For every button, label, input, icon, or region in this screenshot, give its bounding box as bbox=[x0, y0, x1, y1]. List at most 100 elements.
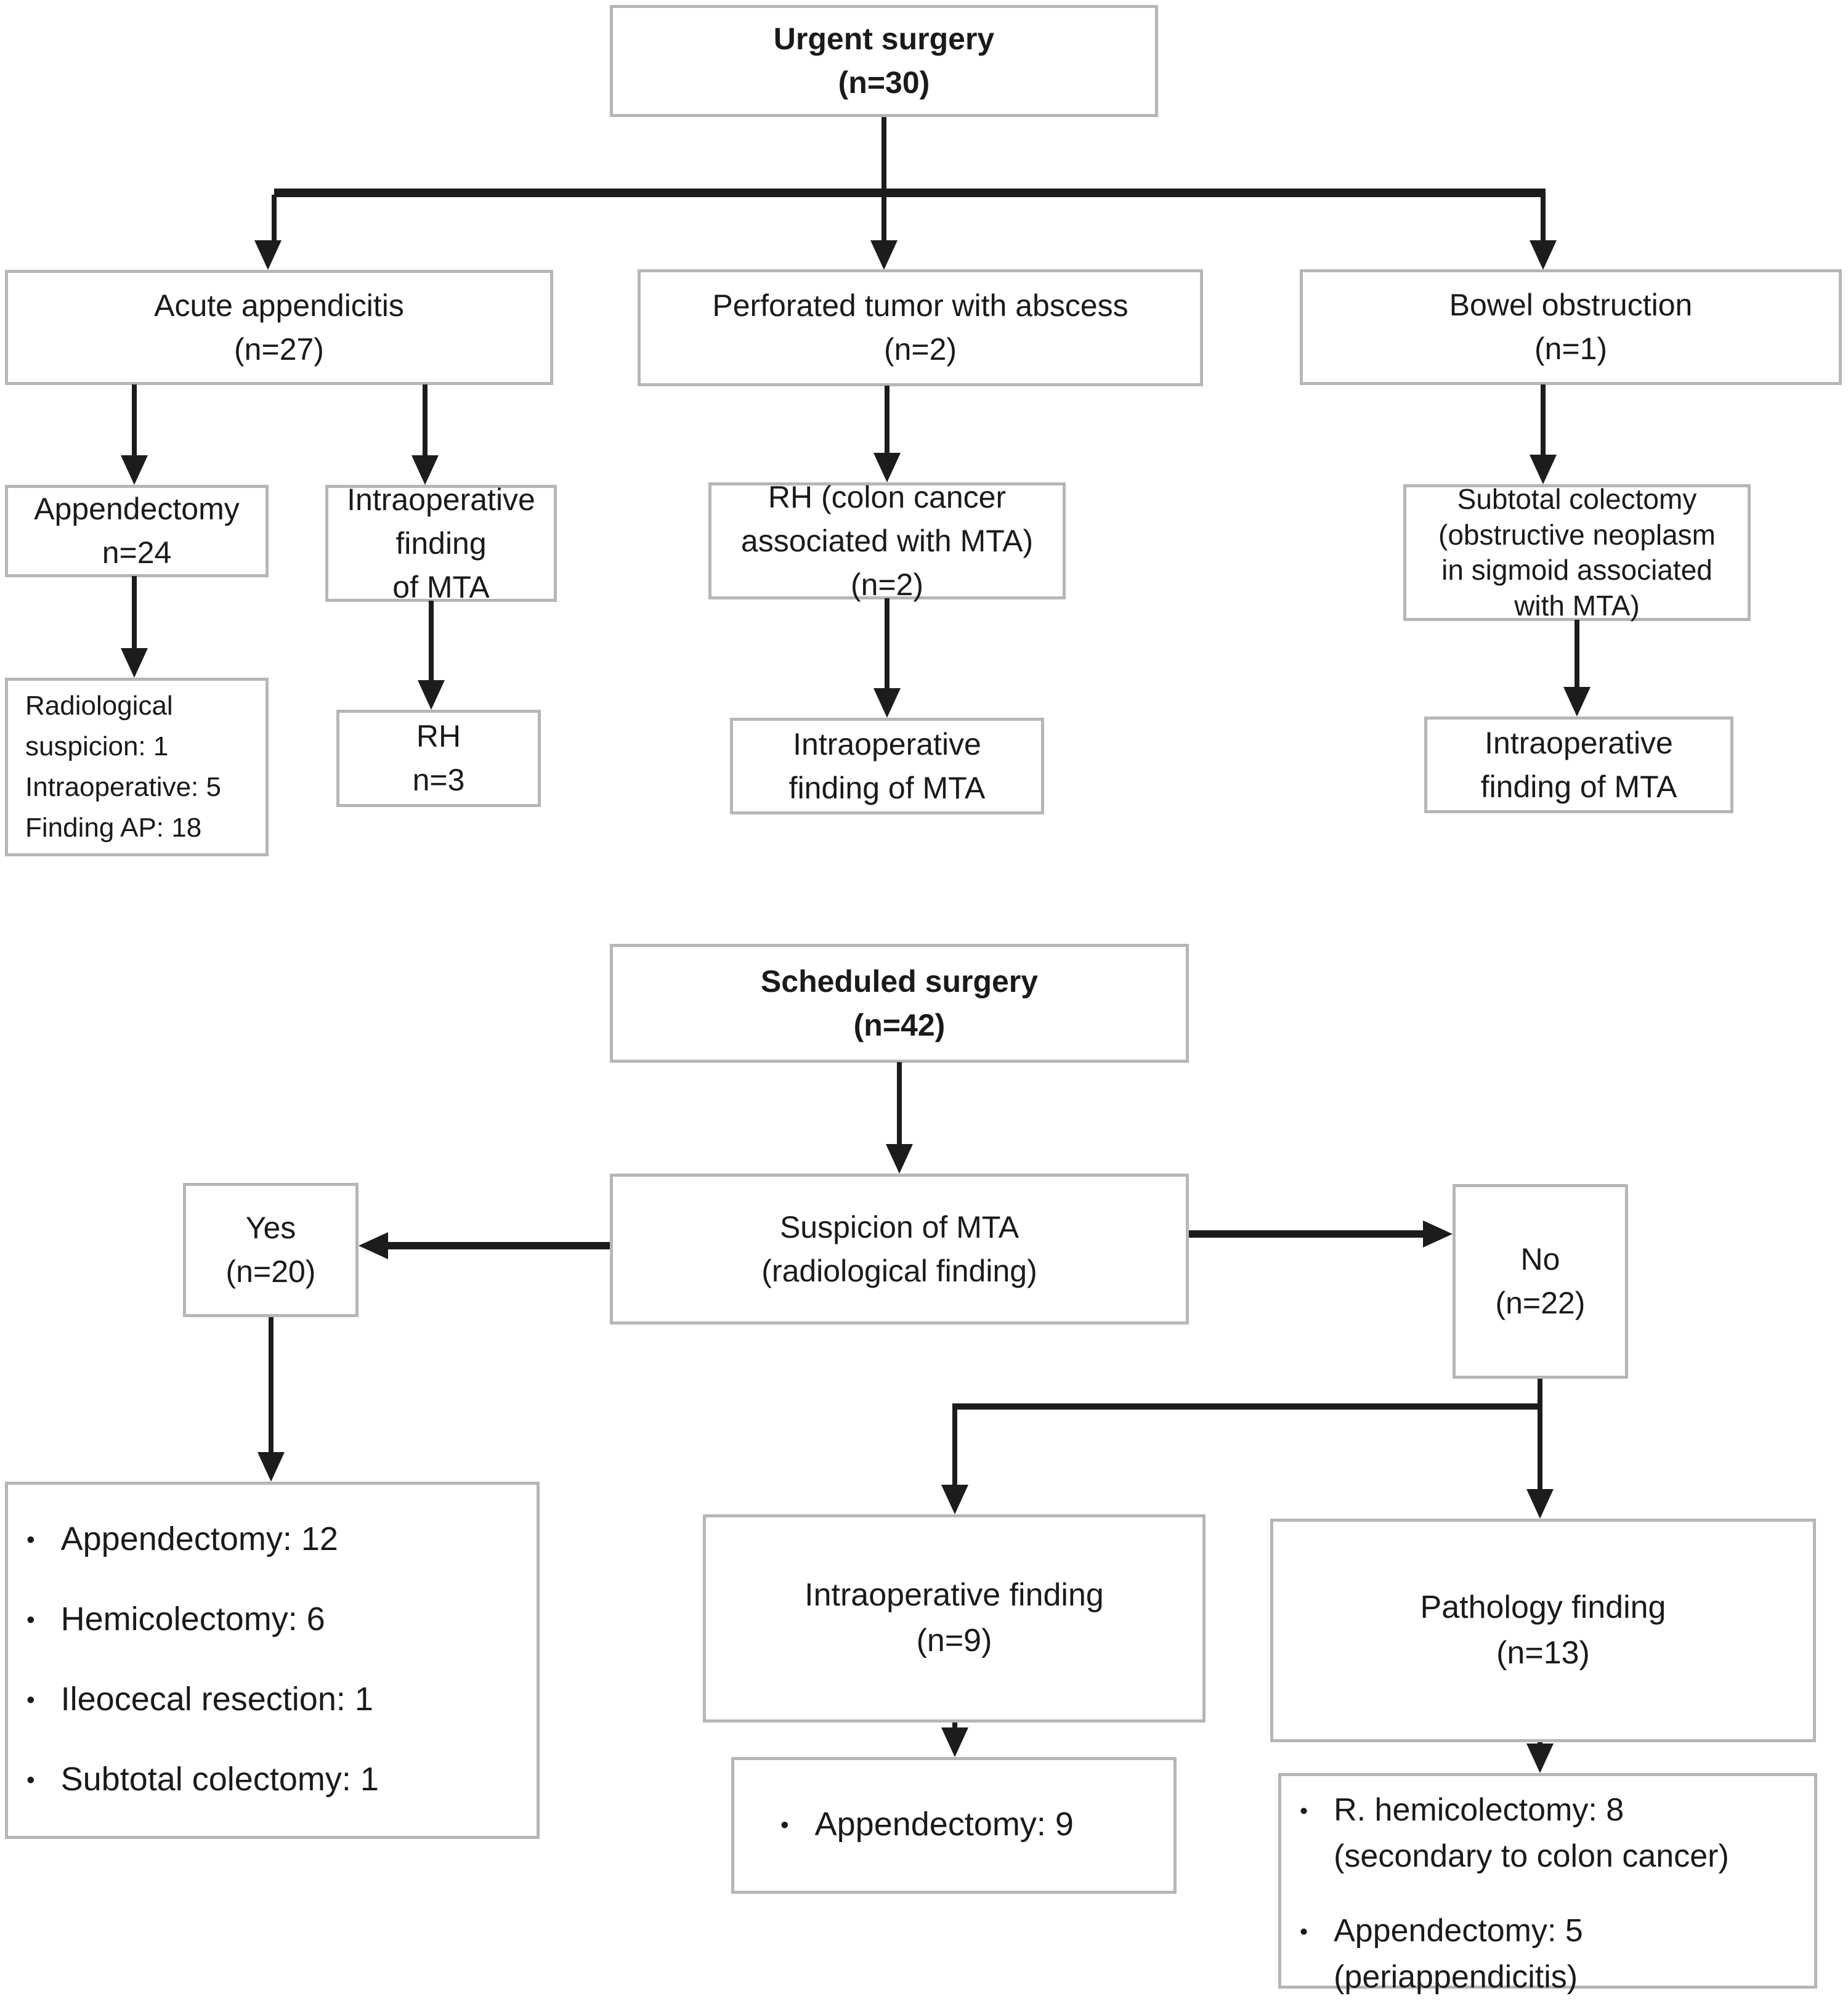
connector-intraop-to-rh3 bbox=[429, 601, 434, 682]
connector-perforated-to-rh bbox=[885, 386, 890, 455]
bullet-icon: • bbox=[26, 1687, 35, 1714]
bullet-icon: • bbox=[780, 1812, 789, 1839]
node-intraop-finding-9: Intraoperative finding (n=9) bbox=[703, 1514, 1206, 1723]
node-title: Pathology finding bbox=[1420, 1589, 1666, 1625]
connector-suspicion-to-no bbox=[1189, 1230, 1423, 1238]
node-title: No bbox=[1520, 1242, 1560, 1276]
connector-urgent-left-line bbox=[272, 195, 277, 243]
list-item-label: R. hemicolectomy: 8 bbox=[1334, 1792, 1624, 1828]
node-appendectomy-detail: Radiological suspicion: 1 Intraoperative… bbox=[5, 678, 269, 856]
arrowhead-to-suspicion bbox=[886, 1144, 913, 1174]
node-count: (n=13) bbox=[1496, 1634, 1590, 1671]
node-urgent-surgery: Urgent surgery (n=30) bbox=[610, 5, 1158, 117]
list-item: • Ileocecal resection: 1 bbox=[26, 1676, 518, 1725]
node-line: Intraoperative bbox=[1485, 725, 1673, 760]
node-line: Radiological bbox=[25, 691, 173, 721]
node-pathology-finding-13: Pathology finding (n=13) bbox=[1270, 1519, 1816, 1742]
node-pathology-outcomes: • R. hemicolectomy: 8 (secondary to colo… bbox=[1278, 1773, 1817, 1995]
connector-urgent-split-bar bbox=[274, 189, 1546, 197]
node-line: RH (colon cancer bbox=[768, 479, 1007, 514]
connector-acute-to-intraop-mta bbox=[423, 384, 428, 457]
node-line: associated with MTA) bbox=[740, 523, 1034, 558]
node-suspicion-mta: Suspicion of MTA (radiological finding) bbox=[610, 1174, 1189, 1325]
node-count: (n=30) bbox=[838, 65, 930, 100]
connector-urgent-center-line bbox=[881, 117, 886, 246]
node-count: (n=2) bbox=[883, 332, 957, 367]
node-count: (n=1) bbox=[1534, 331, 1608, 366]
node-title: Scheduled surgery bbox=[760, 964, 1039, 999]
node-count: (n=9) bbox=[916, 1623, 992, 1658]
arrowhead-to-rh-n3 bbox=[418, 680, 445, 710]
node-yes: Yes (n=20) bbox=[183, 1183, 359, 1317]
connector-acute-to-appendectomy bbox=[132, 384, 137, 457]
bullet-icon: • bbox=[26, 1607, 35, 1634]
connector-suspicion-to-yes bbox=[388, 1242, 610, 1249]
node-line: Finding AP: 18 bbox=[25, 813, 202, 843]
node-no: No (n=22) bbox=[1453, 1184, 1628, 1379]
node-line: Intraoperative bbox=[793, 726, 981, 761]
node-intraop-mta-mid: Intraoperative finding of MTA bbox=[730, 718, 1044, 814]
node-subtotal-colectomy: Subtotal colectomy (obstructive neoplasm… bbox=[1403, 483, 1751, 622]
list-item-label: Appendectomy: 12 bbox=[60, 1520, 338, 1558]
node-count: n=24 bbox=[102, 535, 172, 570]
list-item-label: Ileocecal resection: 1 bbox=[60, 1681, 373, 1718]
connector-bowel-to-subtotal bbox=[1541, 384, 1546, 457]
node-line: Subtotal colectomy bbox=[1457, 483, 1697, 515]
node-line: of MTA bbox=[392, 569, 490, 604]
node-line: Intraoperative: 5 bbox=[25, 772, 221, 802]
bullet-icon: • bbox=[1300, 1918, 1308, 1944]
arrowhead-to-yes bbox=[359, 1232, 388, 1259]
connector-appendectomy-to-detail bbox=[132, 576, 137, 650]
node-line: (obstructive neoplasm bbox=[1438, 518, 1716, 551]
connector-no-left-line bbox=[952, 1408, 957, 1487]
connector-urgent-right-line bbox=[1541, 195, 1546, 243]
node-yes-outcomes: • Appendectomy: 12 • Hemicolectomy: 6 • … bbox=[5, 1482, 540, 1839]
node-line: Intraoperative bbox=[347, 482, 535, 517]
list-item-sub: (secondary to colon cancer) bbox=[1334, 1838, 1729, 1875]
list-item: • Subtotal colectomy: 1 bbox=[26, 1756, 518, 1805]
node-appendectomy-24: Appendectomy n=24 bbox=[5, 485, 269, 577]
list-item: • Appendectomy: 9 bbox=[780, 1801, 1155, 1850]
node-title: Appendectomy bbox=[34, 492, 240, 526]
node-title: Yes bbox=[245, 1211, 296, 1245]
node-line: suspicion: 1 bbox=[25, 731, 169, 761]
node-count: (n=42) bbox=[853, 1007, 946, 1042]
list-item: • R. hemicolectomy: 8 (secondary to colo… bbox=[1300, 1787, 1796, 1880]
node-line: finding of MTA bbox=[1480, 769, 1677, 804]
list-item: • Appendectomy: 12 bbox=[26, 1516, 518, 1565]
node-scheduled-surgery: Scheduled surgery (n=42) bbox=[610, 944, 1189, 1063]
list-item-label: Hemicolectomy: 6 bbox=[60, 1601, 325, 1638]
node-rh-n3: RH n=3 bbox=[336, 710, 541, 807]
list-item-label: Appendectomy: 5 bbox=[1334, 1912, 1583, 1949]
arrowhead-to-intraop-mta-left bbox=[411, 455, 439, 485]
node-count: (n=27) bbox=[234, 331, 324, 367]
bullet-icon: • bbox=[1300, 1798, 1308, 1824]
node-count: (n=20) bbox=[225, 1254, 316, 1289]
connector-subtotal-to-intraop-right bbox=[1574, 620, 1579, 689]
list-item-label: Appendectomy: 9 bbox=[814, 1806, 1074, 1843]
arrowhead-to-subtotal-colectomy bbox=[1530, 455, 1557, 484]
node-title: Bowel obstruction bbox=[1449, 288, 1693, 322]
arrowhead-to-acute-appendicitis bbox=[254, 240, 282, 270]
node-bowel-obstruction: Bowel obstruction (n=1) bbox=[1300, 269, 1842, 385]
bullet-icon: • bbox=[26, 1767, 35, 1794]
node-intraop-mta-left: Intraoperative finding of MTA bbox=[325, 482, 557, 604]
arrowhead-to-appendectomy9 bbox=[941, 1727, 968, 1757]
list-item: • Appendectomy: 5 (periappendicitis) bbox=[1300, 1908, 1796, 2001]
node-title: Suspicion of MTA bbox=[779, 1209, 1019, 1244]
node-title: Perforated tumor with abscess bbox=[712, 288, 1129, 323]
connector-rh-to-intraop-mid bbox=[885, 598, 890, 689]
arrowhead-to-rh-colon bbox=[873, 453, 901, 482]
list-item-label: Subtotal colectomy: 1 bbox=[60, 1761, 379, 1798]
node-count: n=3 bbox=[412, 763, 465, 797]
node-line: finding bbox=[395, 526, 487, 561]
arrowhead-to-appendectomy24 bbox=[121, 455, 148, 485]
connector-intraop9-to-result bbox=[952, 1723, 957, 1730]
connector-no-right-line bbox=[1538, 1408, 1542, 1492]
arrowhead-to-pathology-finding13 bbox=[1526, 1489, 1554, 1519]
arrowhead-to-intraop-mta-mid bbox=[873, 688, 901, 718]
node-acute-appendicitis: Acute appendicitis (n=27) bbox=[5, 270, 553, 385]
arrowhead-to-intraop-mta-right bbox=[1563, 687, 1591, 716]
arrowhead-to-yes-outcomes bbox=[257, 1452, 285, 1482]
